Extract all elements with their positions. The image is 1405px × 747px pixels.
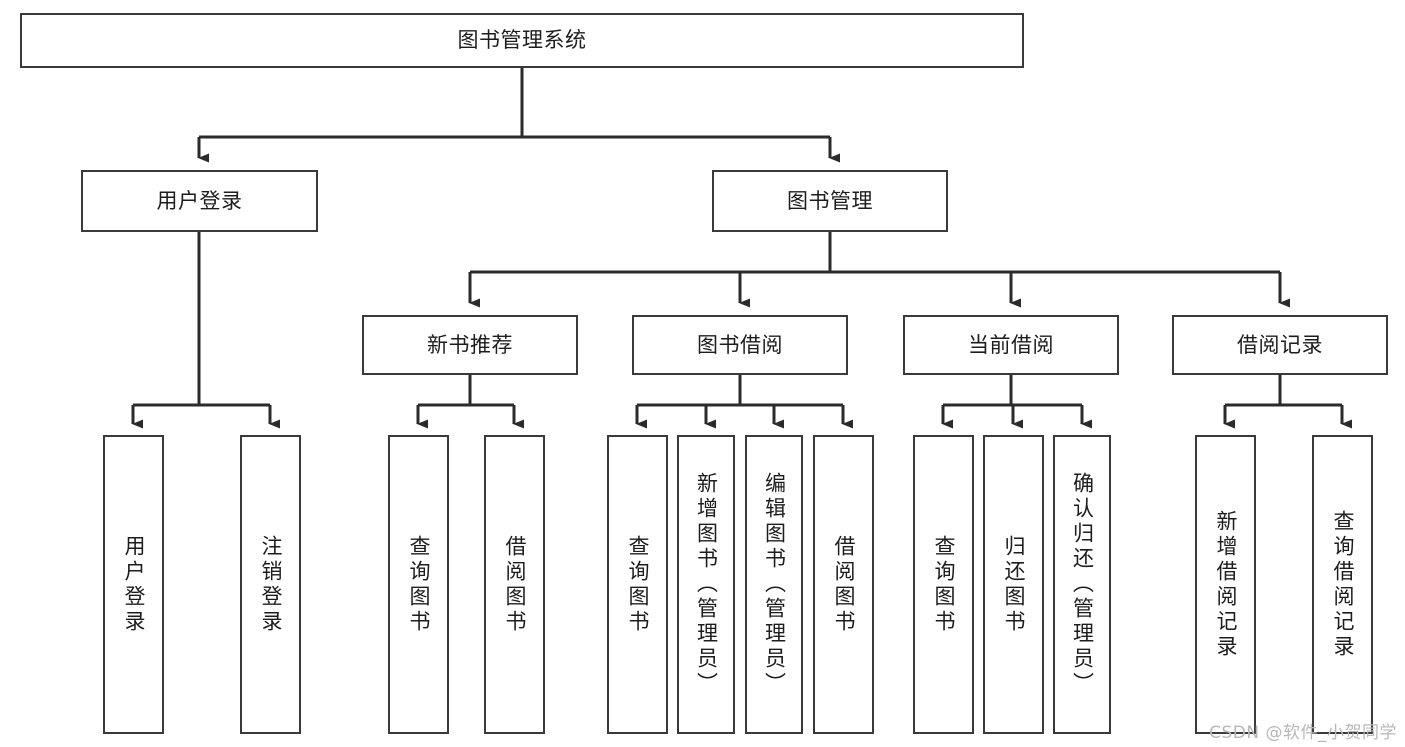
node-leaf-query-book-3[interactable]: 查询图书 (913, 435, 974, 734)
node-leaf-borrow-book-2[interactable]: 借阅图书 (813, 435, 874, 734)
node-leaf-user-login[interactable]: 用户登录 (103, 435, 164, 734)
node-leaf-edit-book[interactable]: 编辑图书（管理员） (745, 435, 803, 734)
node-leaf-borrow-book-1[interactable]: 借阅图书 (484, 435, 545, 734)
node-root[interactable]: 图书管理系统 (20, 13, 1024, 68)
node-book-manage[interactable]: 图书管理 (712, 170, 948, 232)
node-book-borrow[interactable]: 图书借阅 (632, 315, 848, 375)
node-leaf-query-book-1-label: 查询图书 (407, 534, 431, 635)
node-new-book-recommend-label: 新书推荐 (427, 332, 513, 357)
node-borrow-record[interactable]: 借阅记录 (1172, 315, 1388, 375)
node-leaf-logout[interactable]: 注销登录 (240, 435, 301, 734)
node-leaf-query-book-1[interactable]: 查询图书 (388, 435, 449, 734)
node-leaf-query-record[interactable]: 查询借阅记录 (1312, 435, 1373, 734)
node-leaf-query-book-3-label: 查询图书 (932, 534, 956, 635)
node-leaf-query-book-2[interactable]: 查询图书 (607, 435, 668, 734)
node-leaf-add-book[interactable]: 新增图书（管理员） (677, 435, 735, 734)
node-current-borrow[interactable]: 当前借阅 (903, 315, 1119, 375)
node-book-borrow-label: 图书借阅 (697, 332, 783, 357)
node-leaf-confirm-return-label: 确认归还（管理员） (1070, 472, 1095, 697)
node-leaf-user-login-label: 用户登录 (122, 534, 146, 635)
node-leaf-return-book-label: 归还图书 (1002, 534, 1026, 635)
node-current-borrow-label: 当前借阅 (968, 332, 1054, 357)
node-leaf-query-record-label: 查询借阅记录 (1331, 509, 1355, 660)
node-leaf-confirm-return[interactable]: 确认归还（管理员） (1053, 435, 1111, 734)
node-leaf-edit-book-label: 编辑图书（管理员） (762, 472, 787, 697)
node-borrow-record-label: 借阅记录 (1237, 332, 1323, 357)
node-leaf-borrow-book-2-label: 借阅图书 (832, 534, 856, 635)
node-leaf-add-record[interactable]: 新增借阅记录 (1195, 435, 1256, 734)
node-user-login-label: 用户登录 (156, 188, 243, 213)
node-user-login[interactable]: 用户登录 (81, 170, 318, 232)
node-leaf-query-book-2-label: 查询图书 (626, 534, 650, 635)
node-leaf-logout-label: 注销登录 (259, 534, 283, 635)
node-root-label: 图书管理系统 (457, 28, 587, 53)
csdn-watermark: CSDN @软件_小贺同学 (1209, 723, 1397, 743)
node-leaf-borrow-book-1-label: 借阅图书 (503, 534, 527, 635)
node-book-manage-label: 图书管理 (787, 188, 873, 213)
node-leaf-return-book[interactable]: 归还图书 (983, 435, 1044, 734)
node-leaf-add-book-label: 新增图书（管理员） (694, 472, 719, 697)
node-leaf-add-record-label: 新增借阅记录 (1214, 509, 1238, 660)
node-new-book-recommend[interactable]: 新书推荐 (362, 315, 578, 375)
